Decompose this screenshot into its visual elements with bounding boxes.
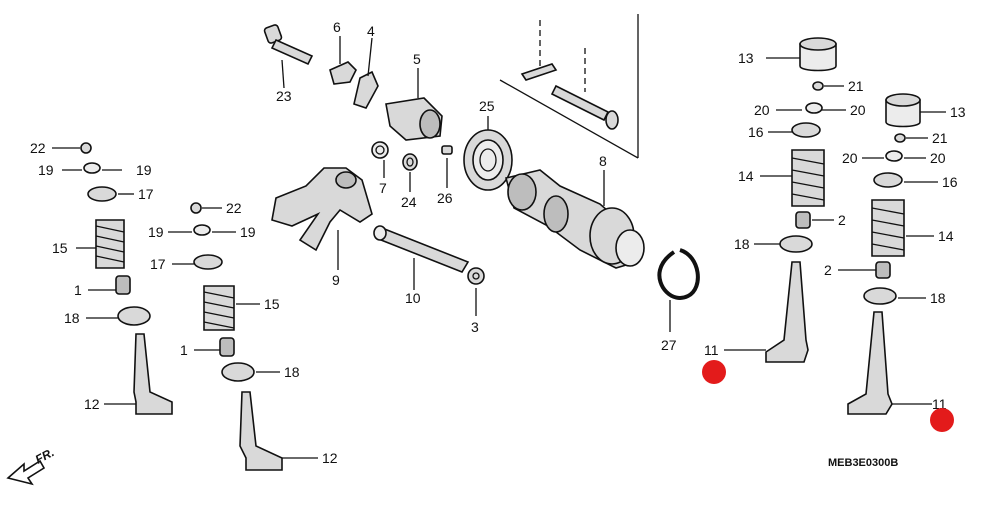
callout-22a: 22 [30,140,46,156]
cylinder-head-outline [499,14,639,159]
callout-19c: 19 [148,224,164,240]
callout-21b: 21 [932,130,948,146]
diagram-code: MEB3E0300B [828,457,898,469]
part-10-rocker-shaft [373,225,470,290]
callout-26: 26 [437,190,453,206]
callout-9: 9 [332,272,340,288]
dowel-pin-upper [520,63,558,81]
stud-bolt [550,84,610,122]
part-9-rocker-arm [271,167,373,270]
part-23-bolt [263,24,314,89]
part-27-circlip [657,248,700,332]
callout-23: 23 [276,88,292,104]
part-6-holder [329,36,357,85]
callout-2b: 2 [824,262,832,278]
callout-15b: 15 [264,296,280,312]
callout-1a: 1 [74,282,82,298]
part-4-arm [353,37,379,109]
callout-6: 6 [333,19,341,35]
red-marker-dot [702,360,726,384]
callout-20b: 20 [850,102,866,118]
callout-2a: 2 [838,212,846,228]
callout-19d: 19 [240,224,256,240]
part-8-camshaft [505,169,645,269]
left-valve-assembly-1 [52,142,173,415]
callout-4: 4 [367,23,375,39]
red-marker-dot [930,408,954,432]
callout-19b: 19 [136,162,152,178]
callout-13b: 13 [950,104,966,120]
callout-24: 24 [401,194,417,210]
callout-5: 5 [413,51,421,67]
callout-18c: 18 [734,236,750,252]
part-24-washer [402,153,418,192]
callout-11b: 11 [932,396,947,412]
callout-14b: 14 [938,228,954,244]
part-3-washer [467,267,485,316]
callout-19a: 19 [38,162,54,178]
part-25-bearing [463,116,513,191]
callout-16a: 16 [748,124,764,140]
part-7-spring [371,141,389,178]
callout-3: 3 [471,319,479,335]
callout-25: 25 [479,98,495,114]
callout-20c: 20 [842,150,858,166]
callout-21a: 21 [848,78,864,94]
callout-20d: 20 [930,150,946,166]
callout-15a: 15 [52,240,68,256]
callout-18d: 18 [930,290,946,306]
callout-27: 27 [661,337,677,353]
callout-12b: 12 [322,450,338,466]
callout-7: 7 [379,180,387,196]
part-26-pin [441,145,453,188]
callout-18b: 18 [284,364,300,380]
callout-10: 10 [405,290,421,306]
callout-17a: 17 [138,186,154,202]
callout-20a: 20 [754,102,770,118]
callout-22b: 22 [226,200,242,216]
callout-18a: 18 [64,310,80,326]
right-valve-assembly-1 [724,37,846,363]
callout-12a: 12 [84,396,100,412]
callout-8: 8 [599,153,607,169]
callout-13a: 13 [738,50,754,66]
part-5-decompressor [385,68,443,141]
callout-17b: 17 [150,256,166,272]
right-valve-assembly-2 [838,93,946,415]
callout-16b: 16 [942,174,958,190]
front-arrow-icon [6,459,46,486]
callout-14a: 14 [738,168,754,184]
callout-11a: 11 [704,342,719,358]
callout-1b: 1 [180,342,188,358]
left-valve-assembly-2 [168,202,318,471]
